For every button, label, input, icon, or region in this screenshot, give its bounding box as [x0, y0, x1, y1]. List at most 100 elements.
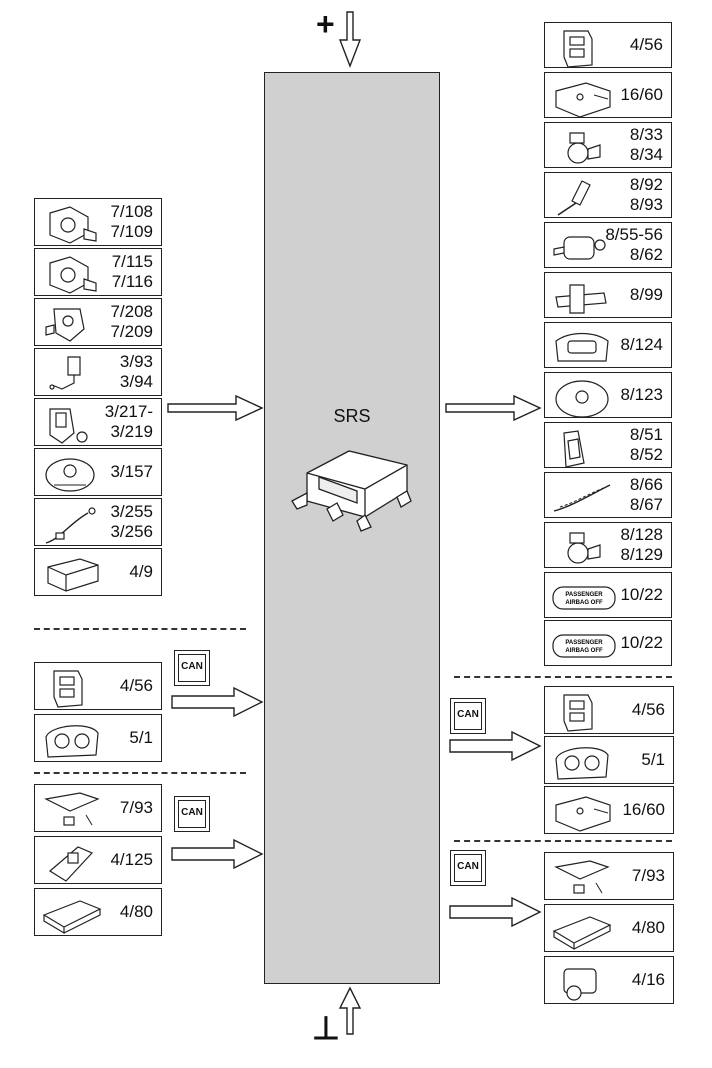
- pressure-sensor-icon: [40, 303, 100, 345]
- knee-airbag-icon: [550, 277, 610, 319]
- power-supply-arrow: [338, 11, 362, 68]
- actuator-icon: [550, 961, 610, 1003]
- component-label: 8/51 8/52: [629, 425, 663, 464]
- separator-right-1: [454, 676, 672, 678]
- gateway-icon: [550, 791, 611, 833]
- can-bus-icon: CAN: [174, 650, 210, 686]
- component-box: 8/124: [544, 322, 672, 368]
- component-label: 3/255 3/256: [110, 502, 153, 541]
- component-box: 3/93 3/94: [34, 348, 162, 396]
- component-box: 4/80: [34, 888, 162, 936]
- component-box: 8/55-56 8/62: [544, 222, 672, 268]
- key-reader-icon: [40, 841, 100, 883]
- component-box: 5/1: [544, 736, 674, 784]
- component-label: 4/80: [631, 918, 665, 937]
- module-icon: [550, 691, 610, 733]
- component-label: 3/157: [110, 462, 153, 481]
- component-label: 8/33 8/34: [629, 125, 663, 164]
- sensor-icon: [40, 253, 100, 295]
- component-box: 4/80: [544, 904, 674, 952]
- component-box: 16/60: [544, 72, 672, 118]
- component-label: 7/93: [119, 798, 153, 817]
- passenger-airbag-off-lamp-icon: PASSENGER AIRBAG OFF: [550, 577, 616, 619]
- control-module-icon: [40, 553, 100, 595]
- terminal-plus: +: [316, 6, 335, 42]
- component-box: 4/125: [34, 836, 162, 884]
- component-box: 3/157: [34, 448, 162, 496]
- sensor-kit-icon: [40, 789, 100, 831]
- component-label: 16/60: [620, 85, 663, 104]
- terminal-ground: ⊥: [312, 1010, 340, 1046]
- component-label: 4/16: [631, 970, 665, 989]
- can-bus-icon: CAN: [450, 698, 486, 734]
- arrow-left-main: [167, 394, 264, 422]
- component-label: 8/123: [620, 385, 663, 404]
- arrow-left-can1: [171, 686, 264, 718]
- component-label: 8/66 8/67: [629, 475, 663, 514]
- separator-left-1: [34, 628, 246, 630]
- component-label: 7/208 7/209: [110, 302, 153, 341]
- component-label: 4/80: [119, 902, 153, 921]
- component-label: 10/22: [620, 585, 663, 604]
- component-label: 7/93: [631, 866, 665, 885]
- pretensioner-icon: [550, 527, 610, 569]
- belt-tensioner-icon: [550, 177, 610, 219]
- side-airbag-icon: [550, 427, 610, 469]
- svg-text:AIRBAG OFF: AIRBAG OFF: [565, 648, 603, 654]
- buckle-icon: [40, 403, 100, 445]
- component-label: 10/22: [620, 633, 663, 652]
- component-box: 4/56: [544, 22, 672, 68]
- component-box: 7/208 7/209: [34, 298, 162, 346]
- instrument-cluster-icon: [40, 719, 100, 761]
- component-box: 7/93: [544, 852, 674, 900]
- component-label: 4/9: [129, 562, 153, 581]
- component-label: 4/56: [631, 700, 665, 719]
- component-box: 7/108 7/109: [34, 198, 162, 246]
- component-label: 4/56: [119, 676, 153, 695]
- can-bus-icon: CAN: [450, 850, 486, 886]
- inflator-icon: [550, 227, 610, 269]
- component-box: 8/128 8/129: [544, 522, 672, 568]
- arrow-left-can2: [171, 838, 264, 870]
- component-box: PASSENGER AIRBAG OFF 10/22: [544, 572, 672, 618]
- svg-text:PASSENGER: PASSENGER: [565, 640, 603, 646]
- component-label: 8/124: [620, 335, 663, 354]
- ground-arrow: [338, 986, 362, 1035]
- component-box: 8/51 8/52: [544, 422, 672, 468]
- component-box: PASSENGER AIRBAG OFF 10/22: [544, 620, 672, 666]
- component-label: 4/56: [629, 35, 663, 54]
- arrow-right-can1: [449, 730, 542, 762]
- component-box: 5/1: [34, 714, 162, 762]
- component-box: 4/16: [544, 956, 674, 1004]
- component-label: 3/93 3/94: [119, 352, 153, 391]
- svg-text:PASSENGER: PASSENGER: [565, 592, 603, 598]
- component-box: 16/60: [544, 786, 674, 834]
- component-box: 8/92 8/93: [544, 172, 672, 218]
- arrow-right-can2: [449, 896, 542, 928]
- module-icon: [40, 667, 100, 709]
- steering-airbag-icon: [550, 377, 610, 419]
- component-label: 3/217- 3/219: [104, 402, 153, 441]
- component-box: 4/56: [34, 662, 162, 710]
- separator-left-2: [34, 772, 246, 774]
- arrow-right-main: [445, 394, 542, 422]
- passenger-airbag-icon: [550, 327, 610, 369]
- component-label: 8/55-56 8/62: [605, 225, 663, 264]
- component-box: 8/33 8/34: [544, 122, 672, 168]
- ecu-icon: [40, 893, 102, 935]
- component-box: 3/217- 3/219: [34, 398, 162, 446]
- cable-sensor-icon: [40, 503, 100, 545]
- component-label: 8/92 8/93: [629, 175, 663, 214]
- srs-title: SRS: [333, 406, 371, 426]
- sensor-kit-icon: [550, 857, 610, 899]
- component-box: 8/66 8/67: [544, 472, 672, 518]
- instrument-cluster-icon: [550, 741, 610, 783]
- component-box: 7/93: [34, 784, 162, 832]
- pretensioner-icon: [550, 127, 610, 169]
- component-box: 8/99: [544, 272, 672, 318]
- separator-right-2: [454, 840, 672, 842]
- component-box: 8/123: [544, 372, 672, 418]
- component-label: 8/99: [629, 285, 663, 304]
- buckle-switch-icon: [40, 353, 100, 395]
